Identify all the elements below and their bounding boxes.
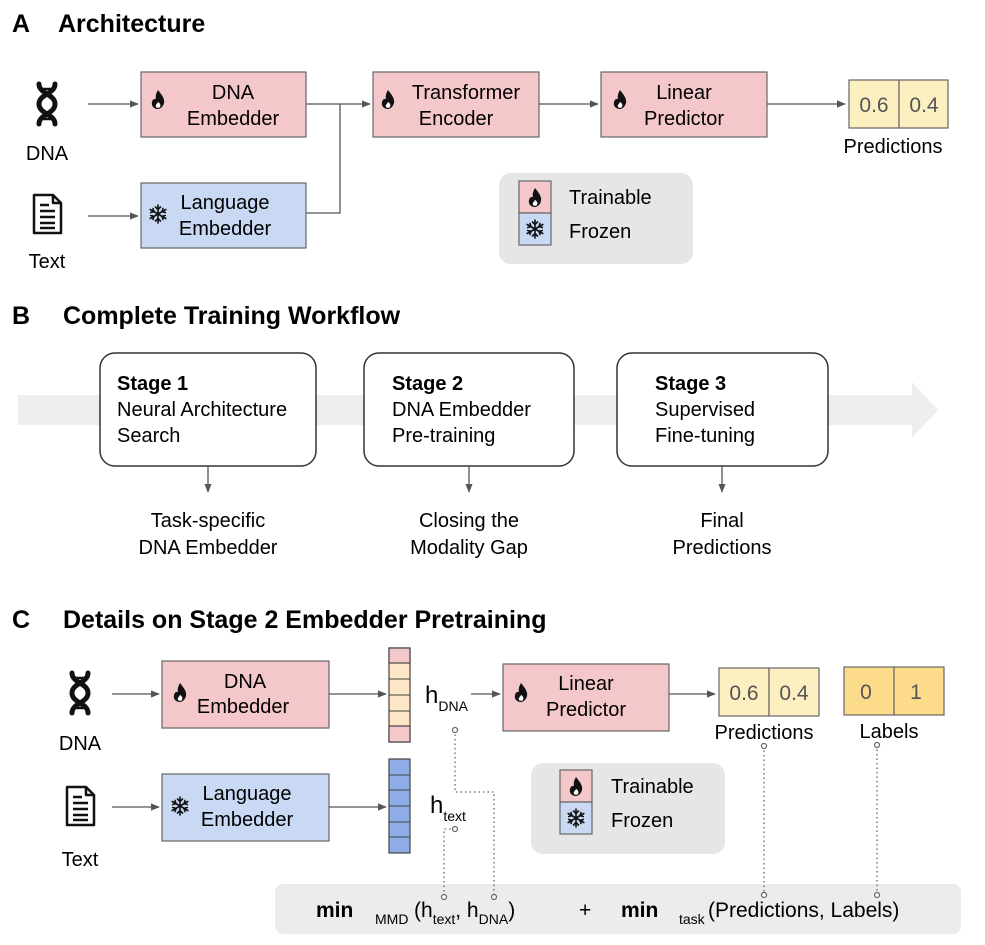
- a-predictions-cells: 0.6 0.4: [848, 79, 949, 129]
- c-label-value-1: 0: [860, 681, 872, 704]
- c-labels-cells: 0 1: [843, 666, 945, 716]
- transformer-encoder-line1: Transformer: [412, 82, 521, 104]
- c-dna-embedder-line1: DNA: [224, 671, 267, 693]
- c-predictions-cells: 0.6 0.4: [718, 667, 820, 717]
- a-language-embedder-line2: Embedder: [179, 218, 272, 240]
- eq-plus: +: [579, 899, 591, 922]
- section-b-title: Complete Training Workflow: [63, 302, 401, 330]
- c-legend: Trainable Frozen: [531, 763, 725, 854]
- stage-3-box: Stage 3 Supervised Fine-tuning: [616, 352, 829, 467]
- a-language-embedder-line1: Language: [181, 192, 270, 214]
- section-b-letter: B: [12, 302, 30, 330]
- c-text-input-label: Text: [62, 849, 99, 871]
- h-text-label: htext: [430, 792, 466, 824]
- a-dna-embedder-line1: DNA: [212, 82, 255, 104]
- h-dna-label: hDNA: [425, 682, 469, 714]
- stage-1-output-line2: DNA Embedder: [139, 537, 278, 559]
- section-a-connectors: [88, 100, 846, 220]
- stage-2-line2: Pre-training: [392, 425, 495, 447]
- c-legend-trainable: Trainable: [611, 776, 694, 798]
- eq-min-2: min: [621, 899, 658, 922]
- stage-3-output-line2: Predictions: [673, 537, 772, 559]
- c-dna-input-label: DNA: [59, 733, 102, 755]
- c-predictions-label: Predictions: [715, 722, 814, 744]
- c-labels-label: Labels: [860, 721, 919, 743]
- a-legend-frozen: Frozen: [569, 221, 631, 243]
- stage-3-line1: Supervised: [655, 399, 755, 421]
- c-linear-predictor-box: Linear Predictor: [502, 663, 670, 732]
- text-input-label: Text: [29, 251, 66, 273]
- stage-2-line1: DNA Embedder: [392, 399, 531, 421]
- h-dna-base: h: [425, 682, 438, 709]
- a-legend: Trainable Frozen: [499, 173, 693, 264]
- dna-icon: [39, 84, 55, 124]
- stage-2-title: Stage 2: [392, 373, 463, 395]
- c-dna-embedder-box: DNA Embedder: [161, 660, 330, 729]
- a-linear-predictor-box: Linear Predictor: [600, 71, 768, 138]
- a-dna-embedder-line2: Embedder: [187, 108, 280, 130]
- stage-1-title: Stage 1: [117, 373, 188, 395]
- c-language-embedder-line1: Language: [203, 783, 292, 805]
- eq-args1-sub-dna: DNA: [479, 911, 509, 927]
- eq-args1-close: ): [508, 899, 515, 922]
- a-prediction-value-1: 0.6: [859, 94, 888, 117]
- document-icon: [65, 785, 96, 827]
- c-language-embedder-box: Language Embedder: [161, 773, 330, 842]
- a-prediction-value-2: 0.4: [909, 94, 939, 117]
- stage-2-output-line2: Modality Gap: [410, 537, 528, 559]
- stage-2-box: Stage 2 DNA Embedder Pre-training: [363, 352, 575, 467]
- c-prediction-value-2: 0.4: [779, 682, 809, 705]
- h-text-sub: text: [443, 808, 466, 824]
- equation-leader-lines: [443, 730, 878, 897]
- eq-mmd-args: (htext, hDNA): [414, 899, 515, 927]
- stage-1-line2: Search: [117, 425, 180, 447]
- eq-args1-open: (h: [414, 899, 433, 922]
- c-language-embedder-line2: Embedder: [201, 809, 294, 831]
- h-dna-sub: DNA: [438, 698, 468, 714]
- stage-3-line2: Fine-tuning: [655, 425, 755, 447]
- stage-2-output-line1: Closing the: [419, 510, 519, 532]
- eq-args1-sub-text: text: [433, 911, 456, 927]
- stage-1-line1: Neural Architecture: [117, 399, 287, 421]
- eq-min-1: min: [316, 899, 353, 922]
- transformer-encoder-box: Transformer Encoder: [372, 71, 540, 138]
- a-linear-predictor-line1: Linear: [656, 82, 712, 104]
- a-dna-embedder-box: DNA Embedder: [140, 71, 307, 138]
- dna-embedding-vector: [388, 647, 411, 743]
- text-embedding-vector: [388, 758, 411, 854]
- stage-1-box: Stage 1 Neural Architecture Search: [99, 352, 317, 467]
- c-legend-frozen: Frozen: [611, 810, 673, 832]
- h-text-base: h: [430, 792, 443, 819]
- a-legend-trainable: Trainable: [569, 187, 652, 209]
- stage-3-title: Stage 3: [655, 373, 726, 395]
- c-label-value-2: 1: [910, 681, 922, 704]
- section-a-letter: A: [12, 10, 30, 38]
- eq-task-args: (Predictions, Labels): [708, 899, 899, 922]
- c-linear-predictor-line2: Predictor: [546, 699, 626, 721]
- c-dna-embedder-line2: Embedder: [197, 696, 290, 718]
- section-c-connectors: [112, 690, 501, 811]
- document-icon: [32, 193, 63, 235]
- equation-leader-endpoints: [440, 726, 881, 901]
- eq-sub-task: task: [679, 911, 706, 927]
- stage-3-output-line1: Final: [700, 510, 743, 532]
- a-predictions-label: Predictions: [844, 136, 943, 158]
- section-c-title: Details on Stage 2 Embedder Pretraining: [63, 606, 546, 634]
- eq-sub-mmd: MMD: [375, 911, 408, 927]
- section-c-letter: C: [12, 606, 30, 634]
- section-a-title: Architecture: [58, 10, 205, 38]
- dna-input-label: DNA: [26, 143, 69, 165]
- eq-args1-mid: , h: [455, 899, 478, 922]
- c-linear-predictor-line1: Linear: [558, 673, 614, 695]
- dna-icon: [72, 673, 88, 713]
- transformer-encoder-line2: Encoder: [419, 108, 494, 130]
- c-prediction-value-1: 0.6: [729, 682, 758, 705]
- a-language-embedder-box: Language Embedder: [140, 182, 307, 249]
- stage-1-output-line1: Task-specific: [151, 510, 265, 532]
- a-linear-predictor-line2: Predictor: [644, 108, 724, 130]
